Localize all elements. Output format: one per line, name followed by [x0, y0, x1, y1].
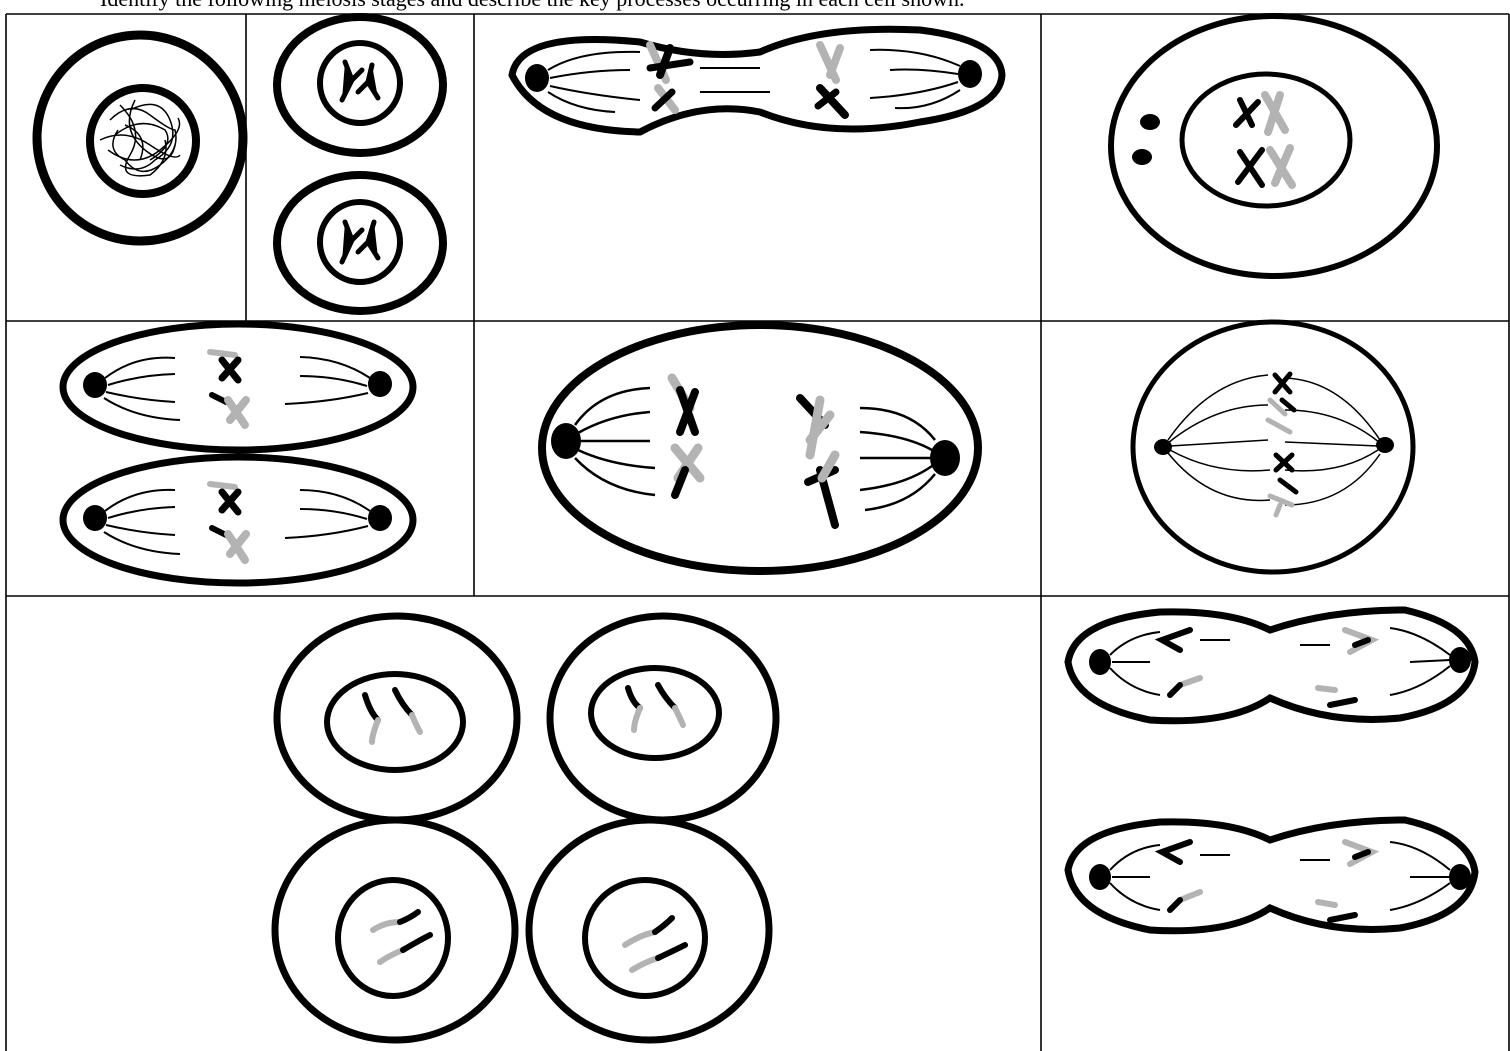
centriole-left	[525, 64, 549, 92]
cell-membrane-bottom	[277, 175, 443, 311]
centriole-right	[958, 60, 982, 88]
centriole-top-right	[1449, 647, 1471, 673]
cell-membrane	[37, 35, 243, 241]
panel-anaphase-one	[542, 325, 978, 571]
centriole-top-right	[368, 371, 392, 397]
centriole-left	[551, 423, 581, 459]
centriole-top-left	[1089, 649, 1111, 675]
panel-anaphase-two	[1068, 610, 1475, 931]
spindle-fibers	[575, 388, 935, 510]
centriole-bottom-left	[83, 505, 107, 531]
centriole-bottom-right	[1449, 864, 1471, 890]
chromatids-top	[1162, 630, 1372, 705]
cell-membrane	[512, 29, 1002, 132]
chromosomes-top	[210, 352, 246, 425]
chromosomes-top	[342, 62, 378, 100]
cell-membrane-3	[275, 820, 515, 1040]
centriole-upper	[1140, 114, 1160, 130]
cell-membrane-4	[529, 820, 769, 1040]
chromatin-tangle	[100, 100, 180, 176]
chromosomes-4	[625, 918, 685, 970]
chromosomes-3	[373, 912, 430, 962]
chromosomes-2	[628, 685, 683, 730]
panel-metaphase-two	[63, 324, 413, 583]
panel-interphase	[37, 35, 243, 241]
nucleus-4	[585, 880, 705, 996]
panel-telophase-one	[512, 29, 1002, 132]
cell-membrane-bottom	[63, 457, 413, 583]
centriole-bottom-right	[368, 505, 392, 531]
cell-membrane-top	[1068, 610, 1475, 721]
cell-membrane-bottom	[1068, 820, 1475, 931]
spindle-fibers	[1168, 375, 1380, 505]
panel-metaphase-one	[1133, 322, 1413, 572]
cell-membrane-top	[63, 324, 413, 450]
nucleus-top	[320, 43, 400, 123]
panel-prophase-one	[1111, 16, 1437, 276]
chromosomes-1	[365, 690, 420, 742]
centriole-right	[930, 440, 960, 476]
nucleus-2	[591, 668, 719, 758]
centriole-bottom-left	[1089, 864, 1111, 890]
spindle-fibers	[548, 50, 960, 112]
cell-membrane-top	[277, 17, 443, 153]
centriole-top-left	[83, 372, 107, 398]
nucleus-bottom	[320, 202, 400, 282]
cell-membrane-2	[550, 616, 776, 820]
centriole-lower	[1132, 149, 1152, 165]
chromosomes-bottom	[342, 222, 378, 262]
panel-two-cells	[277, 17, 443, 311]
chromosomes-bottom	[210, 484, 246, 560]
chromosomes	[672, 378, 835, 525]
cell-membrane	[1133, 322, 1413, 572]
cell-membrane	[1111, 16, 1437, 276]
cell-membrane	[542, 325, 978, 571]
chromosomes	[1268, 374, 1296, 515]
cell-membrane-1	[277, 616, 517, 820]
chromosomes	[1236, 95, 1292, 185]
nucleus-3	[338, 880, 448, 996]
panel-four-cells	[275, 616, 776, 1040]
